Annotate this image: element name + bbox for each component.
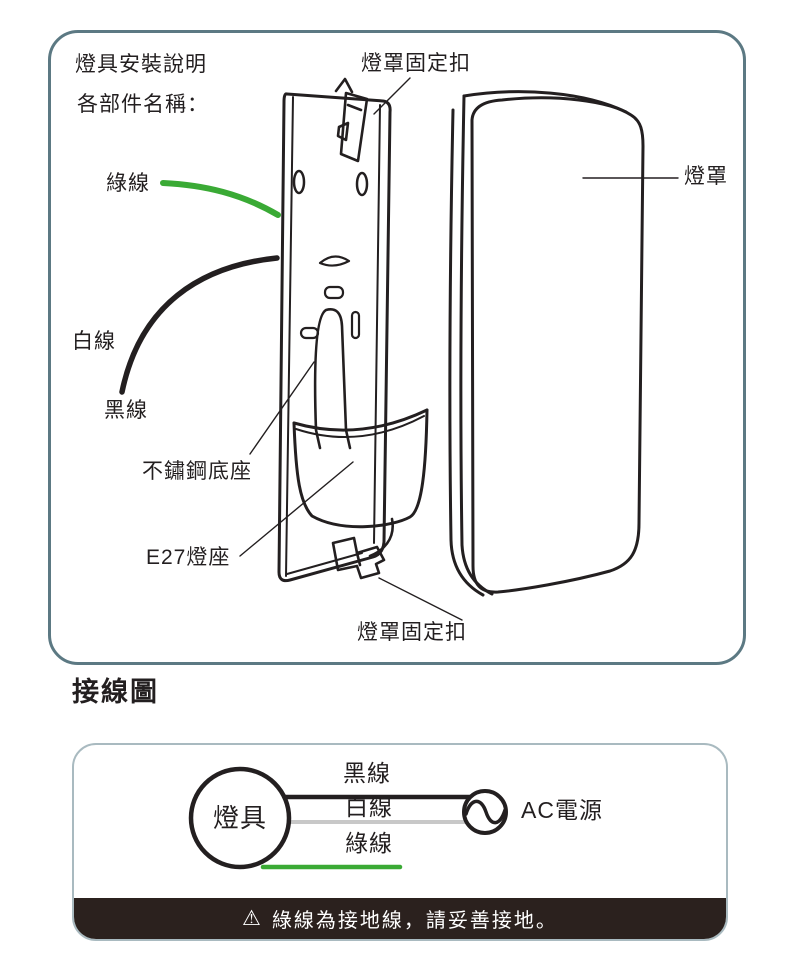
wiring-panel: ⚠ 綠線為接地線，請妥善接地。: [72, 743, 728, 941]
schematic-ac-label: AC電源: [521, 797, 603, 823]
wiring-section-heading: 接線圖: [72, 677, 159, 707]
label-stainless-base: 不鏽鋼底座: [142, 460, 252, 483]
panel-title: 燈具安裝說明: [75, 53, 207, 76]
label-black-wire: 黑線: [104, 399, 148, 422]
label-e27-socket: E27燈座: [146, 546, 231, 569]
schematic-green-label: 綠線: [345, 830, 393, 856]
schematic-white-label: 白線: [345, 794, 393, 820]
schematic-black-label: 黑線: [343, 760, 391, 786]
label-lampshade: 燈罩: [684, 165, 728, 188]
label-white-wire: 白線: [72, 330, 116, 353]
panel-subtitle: 各部件名稱：: [77, 93, 209, 116]
warning-text: 綠線為接地線，請妥善接地。: [271, 910, 558, 932]
schematic-lamp-label: 燈具: [212, 803, 267, 833]
warning-icon: ⚠: [242, 907, 263, 930]
grounding-warning-bar: ⚠ 綠線為接地線，請妥善接地。: [74, 898, 726, 939]
label-shade-clip-top: 燈罩固定扣: [361, 52, 471, 75]
label-shade-clip-bottom: 燈罩固定扣: [357, 621, 467, 644]
label-green-wire: 綠線: [106, 172, 150, 195]
